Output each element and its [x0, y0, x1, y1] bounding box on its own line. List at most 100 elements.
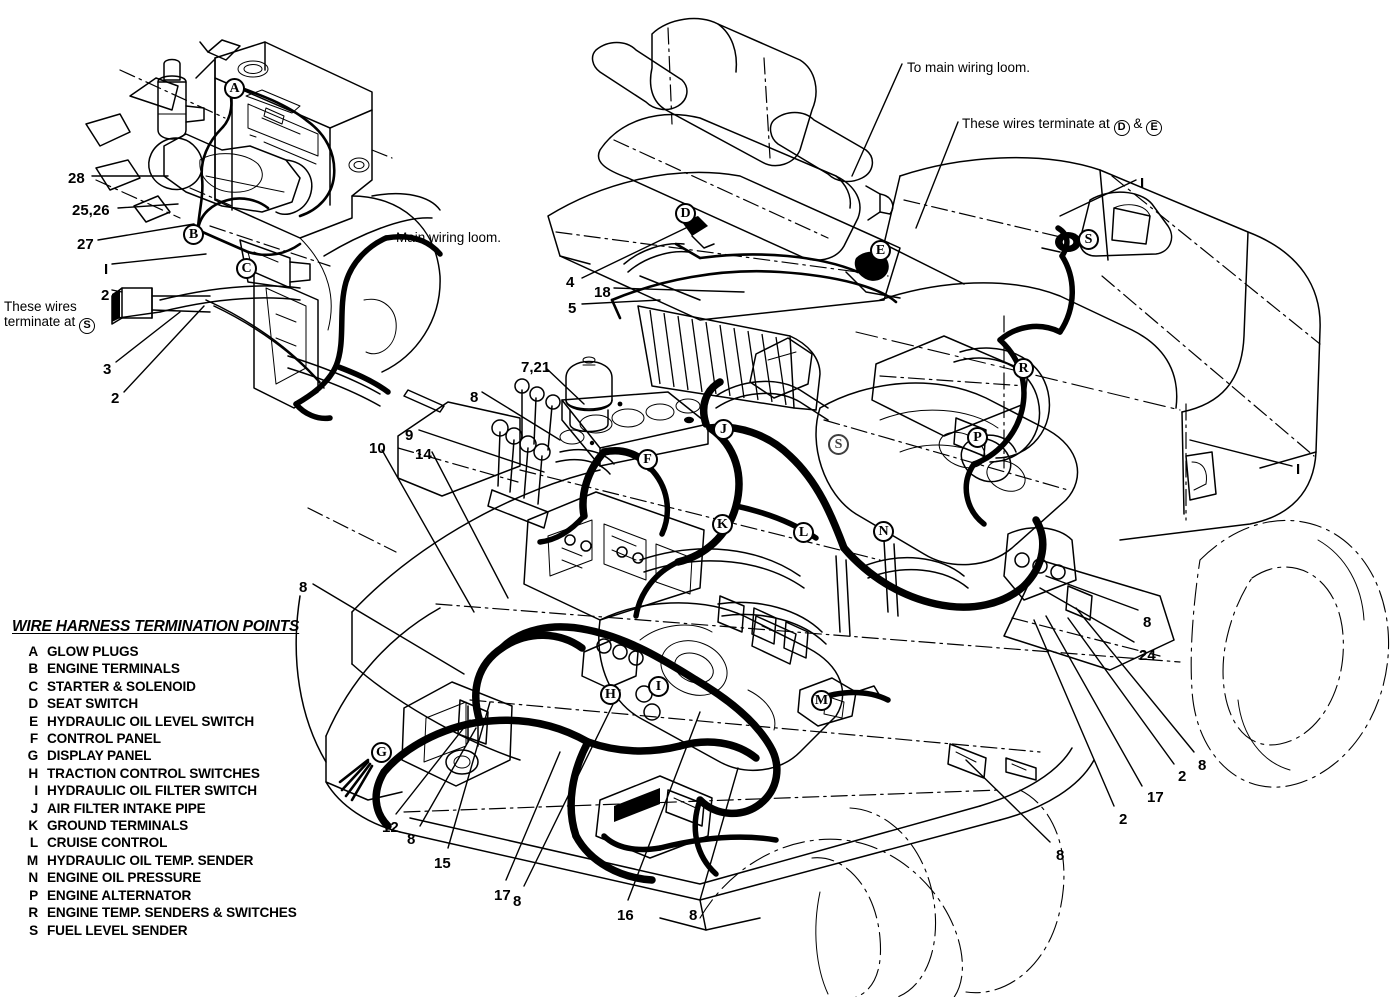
termination-bubble-d: D	[675, 203, 696, 224]
callout-17-a: 17	[494, 887, 511, 904]
termination-bubble-j: J	[713, 419, 734, 440]
note-to-main-wiring-loom: To main wiring loom.	[907, 60, 1031, 75]
callout-12: 12	[382, 819, 399, 836]
machine-chassis-outline	[295, 156, 1390, 997]
circle-ref-e: E	[1146, 120, 1163, 136]
callout-2-d: 2	[1119, 811, 1128, 828]
legend-key: H	[28, 765, 38, 781]
circle-ref-d: D	[1113, 120, 1130, 136]
callout-5: 5	[568, 300, 577, 317]
termination-bubble-i: I	[648, 676, 669, 697]
callout-14: 14	[415, 446, 432, 463]
callout-3: 3	[103, 361, 112, 378]
legend-label: HYDRAULIC OIL LEVEL SWITCH	[47, 713, 255, 729]
termination-bubble-c: C	[236, 258, 257, 279]
termination-bubble-b: B	[183, 224, 204, 245]
callout-8-g: 8	[1198, 757, 1207, 774]
callout-8-e: 8	[689, 907, 698, 924]
termination-bubble-s: S	[1078, 229, 1099, 250]
note-line-1: These wires	[4, 299, 77, 314]
callout-I-left: I	[104, 261, 109, 278]
note-terminate-s: These wires terminate at S	[4, 299, 96, 334]
legend-key: P	[29, 887, 38, 903]
termination-bubble-a: A	[224, 78, 245, 99]
legend-key: R	[28, 905, 38, 921]
termination-bubble-l: L	[793, 522, 814, 543]
legend-key: K	[28, 818, 38, 834]
note-text: These wires terminate at	[962, 116, 1110, 131]
legend-item: B ENGINE TERMINALS	[12, 660, 342, 677]
termination-bubble-m: M	[811, 690, 832, 711]
ampersand: &	[1133, 116, 1143, 131]
legend-label: ENGINE TEMP. SENDERS & SWITCHES	[47, 905, 297, 921]
note-terminate-d-e: These wires terminate at D & E	[962, 116, 1163, 136]
legend-label: ENGINE ALTERNATOR	[47, 887, 192, 903]
legend-item: N ENGINE OIL PRESSURE	[12, 869, 342, 886]
legend-item: C STARTER & SOLENOID	[12, 678, 342, 695]
legend-key: M	[26, 852, 38, 868]
termination-bubble-h: H	[600, 684, 621, 705]
termination-bubble-r: R	[1013, 358, 1034, 379]
callout-10: 10	[369, 440, 386, 457]
legend-label: ENGINE OIL PRESSURE	[47, 870, 202, 886]
termination-bubble-e: E	[870, 240, 891, 261]
callout-8-a: 8	[470, 389, 479, 406]
legend-key: J	[30, 800, 39, 816]
termination-bubble-n: N	[873, 521, 894, 542]
callout-2-a: 2	[101, 287, 110, 304]
legend-label: ENGINE TERMINALS	[47, 661, 180, 677]
legend-key: S	[29, 922, 38, 938]
legend-key: F	[29, 731, 38, 747]
callout-9: 9	[405, 427, 414, 444]
legend-label: CRUISE CONTROL	[47, 835, 168, 851]
legend-label: HYDRAULIC OIL TEMP. SENDER	[47, 852, 254, 868]
callout-24: 24	[1139, 647, 1156, 664]
termination-bubble-g: G	[371, 742, 392, 763]
circle-ref-s: S	[79, 317, 96, 334]
legend-key: C	[28, 678, 38, 694]
legend-key: N	[28, 870, 38, 886]
termination-bubble-f: F	[637, 449, 658, 470]
legend-label: STARTER & SOLENOID	[47, 678, 196, 694]
callout-2-b: 2	[111, 390, 120, 407]
callout-2-c: 2	[1178, 768, 1187, 785]
legend-key: L	[29, 835, 38, 851]
callout-I-right-2: I	[1296, 461, 1301, 478]
legend-item: R ENGINE TEMP. SENDERS & SWITCHES	[12, 904, 342, 921]
callout-28: 28	[68, 170, 85, 187]
legend-item: M HYDRAULIC OIL TEMP. SENDER	[12, 852, 342, 869]
legend-label: GROUND TERMINALS	[47, 818, 189, 834]
callout-I-right-1: I	[1140, 175, 1145, 192]
legend-label: SEAT SWITCH	[47, 696, 138, 712]
callout-27: 27	[77, 236, 94, 253]
callout-17-b: 17	[1147, 789, 1164, 806]
callout-8-f: 8	[1143, 614, 1152, 631]
termination-bubble-k: K	[712, 514, 733, 535]
note-main-wiring-loom: Main wiring loom.	[396, 230, 502, 245]
legend-item: L CRUISE CONTROL	[12, 834, 342, 851]
legend-key: A	[28, 644, 38, 659]
termination-bubble-s-secondary: S	[828, 434, 849, 455]
callout-8-h: 8	[1056, 847, 1065, 864]
legend-label: AIR FILTER INTAKE PIPE	[47, 800, 206, 816]
legend-title: WIRE HARNESS TERMINATION POINTS	[12, 618, 300, 635]
operator-seat-assembly	[547, 17, 959, 411]
callout-8-b: 8	[299, 579, 308, 596]
callout-4: 4	[566, 274, 575, 291]
legend-item: K GROUND TERMINALS	[12, 817, 342, 834]
legend-key: B	[28, 661, 38, 677]
legend-item: J AIR FILTER INTAKE PIPE	[12, 800, 342, 817]
note-line-2: terminate at	[4, 313, 76, 329]
